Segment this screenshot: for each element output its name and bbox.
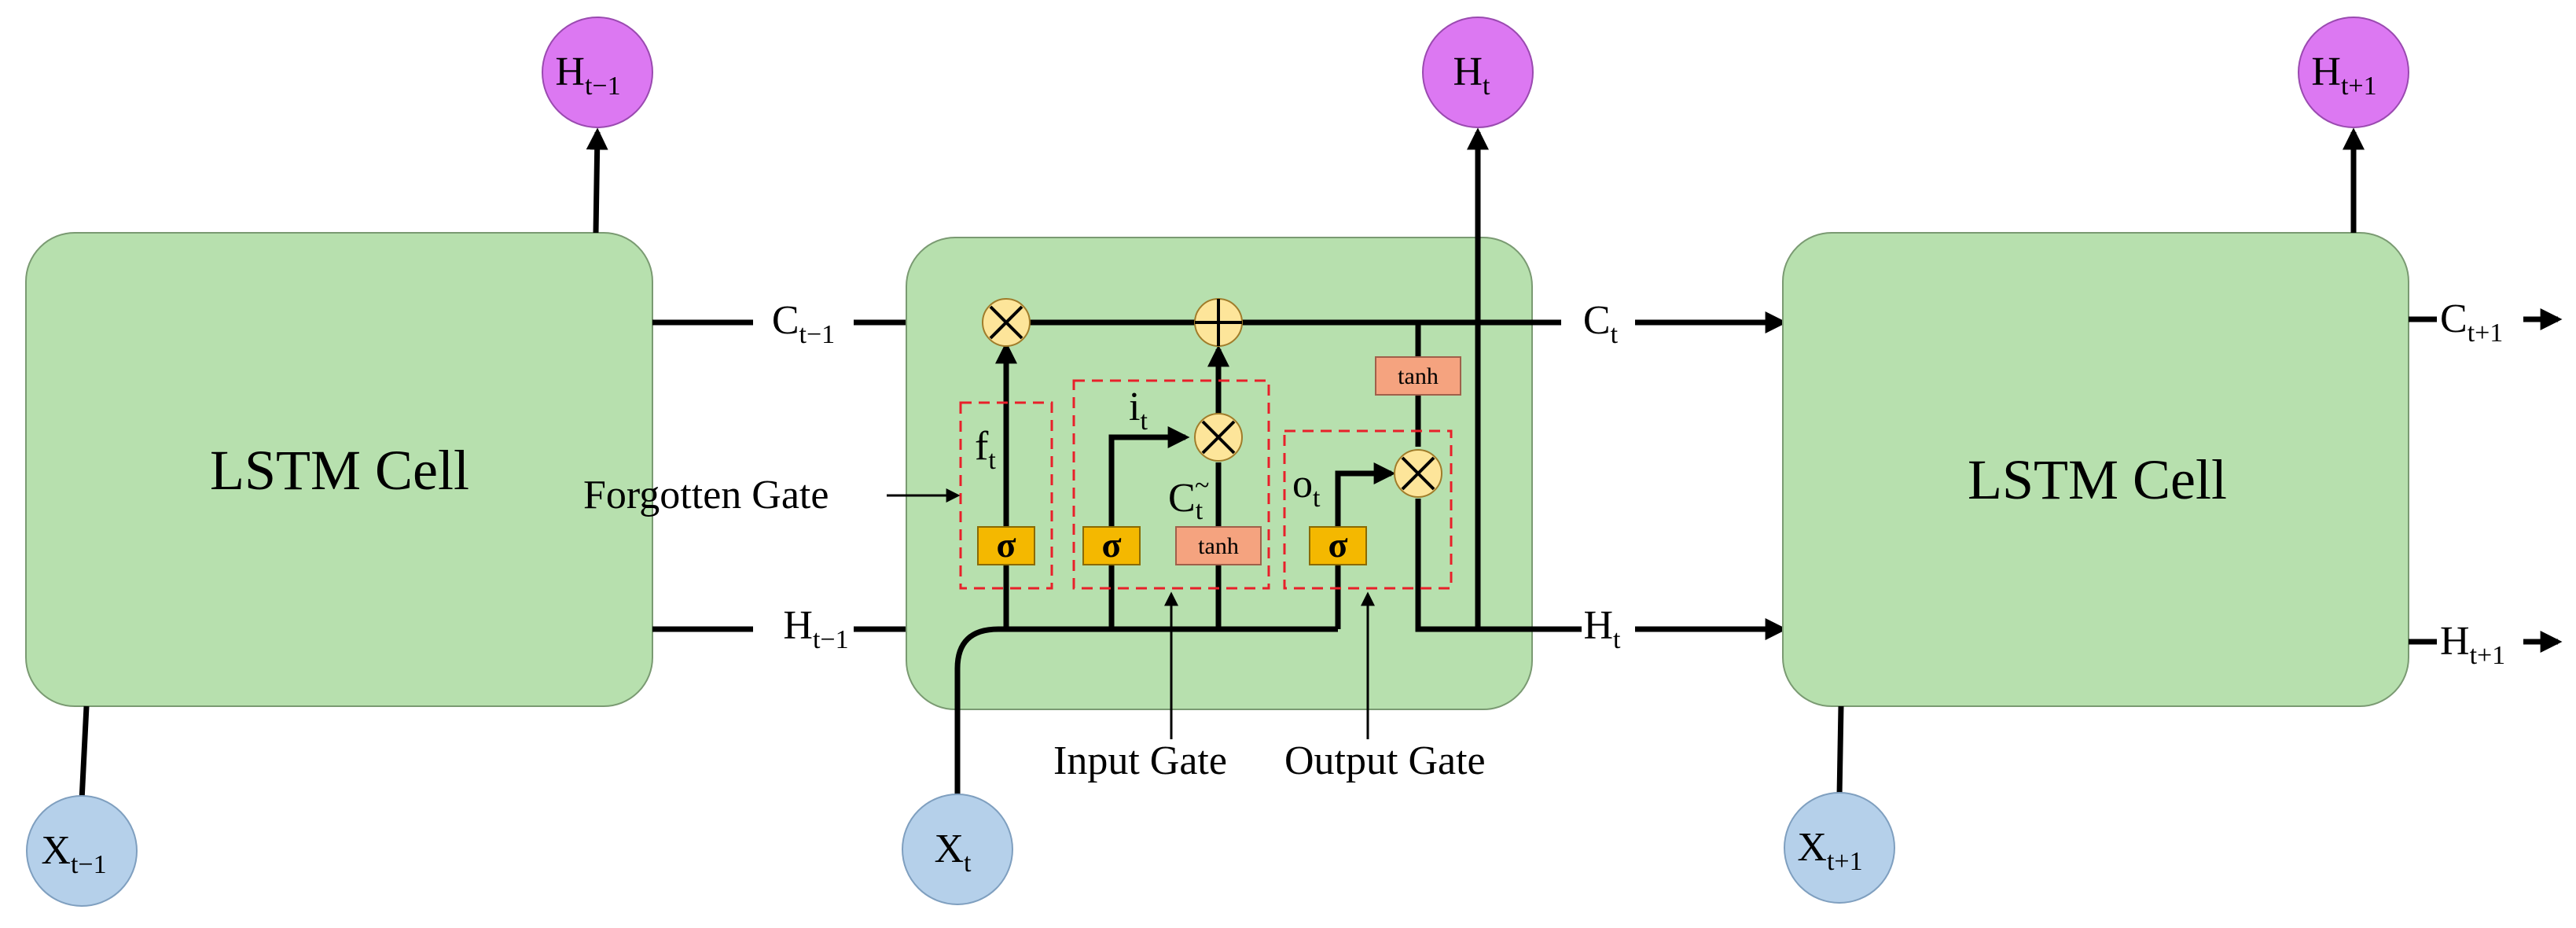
forget-multiply-op — [982, 298, 1031, 347]
svg-text:Ht−1: Ht−1 — [555, 50, 620, 101]
svg-text:σ: σ — [996, 525, 1016, 565]
h-prev-node: Ht−1 — [542, 17, 653, 128]
h-curr-node: Ht — [1422, 17, 1534, 128]
x-prev-node: Xt−1 — [26, 795, 138, 907]
output-o-path — [1335, 462, 1396, 629]
svg-text:tanh: tanh — [1398, 363, 1439, 389]
input-sigma-box: σ — [1082, 525, 1141, 565]
x-curr-in-line — [954, 626, 999, 796]
forget-gate-annotation: Forgotten Gate — [583, 473, 829, 517]
right-x-in-line — [1836, 705, 1844, 797]
c-curr-label: Ct — [1583, 298, 1619, 349]
i-t-label: it — [1129, 385, 1148, 436]
left-cell-title: LSTM Cell — [210, 439, 469, 502]
output-multiply-op — [1394, 449, 1442, 498]
c-next-label: Ct+1 — [2440, 296, 2503, 348]
output-tanh-box: tanh — [1375, 356, 1461, 396]
left-h-out-arrow — [586, 127, 608, 234]
output-gate-border — [1283, 429, 1453, 590]
input-gate-annotation: Input Gate — [1053, 738, 1227, 783]
svg-text:Ht: Ht — [1453, 50, 1490, 101]
c-prev-label: Ct−1 — [772, 298, 835, 349]
h-next-label: Ht+1 — [2440, 619, 2505, 670]
c-tilde-mark: ~ — [1195, 471, 1209, 500]
left-lstm-cell — [25, 232, 653, 707]
svg-text:tanh: tanh — [1198, 533, 1239, 559]
output-sigma-box: σ — [1309, 525, 1367, 565]
svg-text:Xt: Xt — [934, 827, 972, 878]
o-t-label: ot — [1292, 462, 1321, 513]
svg-text:σ: σ — [1101, 525, 1121, 565]
cell-add-op — [1194, 298, 1243, 347]
svg-text:σ: σ — [1328, 525, 1347, 565]
f-t-label: ft — [975, 424, 996, 475]
left-x-in-line — [79, 705, 90, 801]
forget-gate-border — [959, 401, 1053, 590]
input-tanh-box: tanh — [1175, 526, 1262, 565]
c-tilde-label: Ct — [1168, 476, 1203, 525]
x-next-node: Xt+1 — [1784, 792, 1895, 904]
input-multiply-op — [1194, 413, 1243, 462]
h-curr-label: Ht — [1583, 603, 1621, 654]
svg-text:Ht+1: Ht+1 — [2311, 50, 2376, 101]
h-next-node: Ht+1 — [2298, 17, 2409, 128]
input-gate-border — [1072, 379, 1270, 590]
right-cell-title: LSTM Cell — [1968, 448, 2227, 511]
x-curr-node: Xt — [902, 794, 1013, 905]
h-prev-label: Ht−1 — [783, 603, 848, 654]
output-gate-annotation: Output Gate — [1284, 738, 1486, 783]
svg-text:Xt−1: Xt−1 — [41, 828, 106, 879]
forget-sigma-box: σ — [977, 525, 1035, 565]
ht-out-path — [1415, 499, 1582, 632]
svg-text:Xt+1: Xt+1 — [1797, 825, 1862, 876]
right-lstm-cell — [1782, 232, 2409, 707]
